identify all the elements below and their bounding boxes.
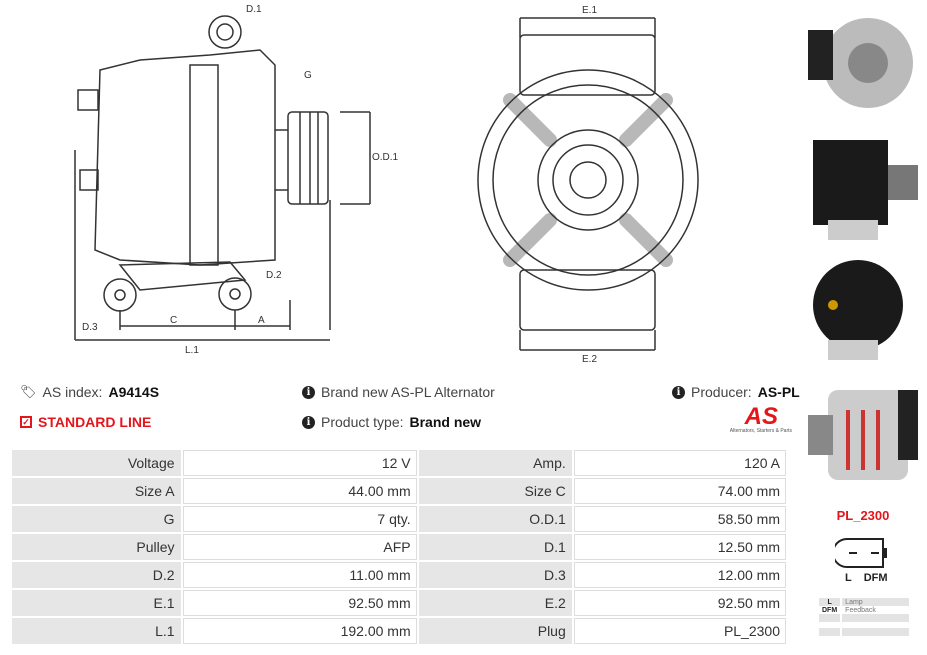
checkbox-icon: ✓ xyxy=(20,416,32,428)
product-photo-side[interactable] xyxy=(808,125,918,240)
as-index: 🏷 AS index:A9414S xyxy=(20,384,160,400)
legend-row xyxy=(819,628,909,636)
legend-row xyxy=(819,614,909,622)
spec-value: 7 qty. xyxy=(180,504,419,534)
legend-desc xyxy=(841,614,909,622)
label-e2: E.2 xyxy=(582,354,597,365)
legend-desc: Feedback xyxy=(841,606,909,614)
as-index-value: A9414S xyxy=(108,384,160,400)
spec-label: D.1 xyxy=(416,532,574,562)
spec-label: Size C xyxy=(416,476,574,506)
legend-pin xyxy=(819,628,843,636)
spec-value: 74.00 mm xyxy=(571,476,789,506)
as-pl-logo: AS Alternators, Starters & Parts xyxy=(729,403,792,435)
spec-label: E.2 xyxy=(416,588,574,618)
legend-desc xyxy=(841,628,909,636)
label-l1: L.1 xyxy=(185,345,199,356)
spec-label: Plug xyxy=(416,616,574,646)
legend-desc: Lamp xyxy=(841,598,909,606)
pin-l: L xyxy=(845,572,852,584)
spec-value: PL_2300 xyxy=(571,616,789,646)
product-photo-angle[interactable] xyxy=(808,370,918,480)
spec-label: D.3 xyxy=(416,560,574,590)
plug-code: PL_2300 xyxy=(836,508,890,523)
plug-connector-icon xyxy=(835,538,887,568)
info-icon: i xyxy=(302,415,315,429)
spec-label: E.1 xyxy=(10,588,183,618)
spec-value: 192.00 mm xyxy=(180,616,419,646)
label-od1: O.D.1 xyxy=(372,152,399,163)
label-a: A xyxy=(258,315,265,326)
label-d1: D.1 xyxy=(246,4,262,15)
spec-label: Pulley xyxy=(10,532,183,562)
label-c: C xyxy=(170,315,177,326)
spec-value: 44.00 mm xyxy=(180,476,419,506)
spec-label: Voltage xyxy=(10,448,183,478)
spec-label: O.D.1 xyxy=(416,504,574,534)
label-g: G xyxy=(304,70,312,81)
legend-pin xyxy=(819,614,843,622)
info-icon: i xyxy=(672,385,685,399)
tag-icon: 🏷 xyxy=(20,384,37,399)
spec-label: L.1 xyxy=(10,616,183,646)
standard-line-badge: ✓ STANDARD LINE xyxy=(20,414,151,430)
plug-pins: L DFM xyxy=(845,572,888,584)
spec-value: 12 V xyxy=(180,448,419,478)
spec-label: G xyxy=(10,504,183,534)
info-icon: i xyxy=(302,385,315,399)
spec-value: AFP xyxy=(180,532,419,562)
spec-value: 11.00 mm xyxy=(180,560,419,590)
product-photo-rear[interactable] xyxy=(808,250,918,360)
label-d3: D.3 xyxy=(82,322,98,333)
legend-pin: DFM xyxy=(819,606,843,614)
product-photo-front[interactable] xyxy=(808,5,918,115)
spec-value: 12.00 mm xyxy=(571,560,789,590)
front-view-drawing: E.1 E.2 xyxy=(477,5,699,365)
spec-label: Size A xyxy=(10,476,183,506)
spec-value: 12.50 mm xyxy=(571,532,789,562)
label-d2: D.2 xyxy=(266,270,282,281)
spec-value: 92.50 mm xyxy=(180,588,419,618)
side-view-drawing: D.1 G O.D.1 D.2 D.3 C A L.1 xyxy=(74,4,399,356)
spec-value: 58.50 mm xyxy=(571,504,789,534)
legend-pin: L xyxy=(819,598,843,606)
spec-value: 120 A xyxy=(571,448,789,478)
label-e1: E.1 xyxy=(582,5,597,16)
spec-label: Amp. xyxy=(416,448,574,478)
spec-value: 92.50 mm xyxy=(571,588,789,618)
pin-dfm: DFM xyxy=(863,572,888,584)
spec-label: D.2 xyxy=(10,560,183,590)
